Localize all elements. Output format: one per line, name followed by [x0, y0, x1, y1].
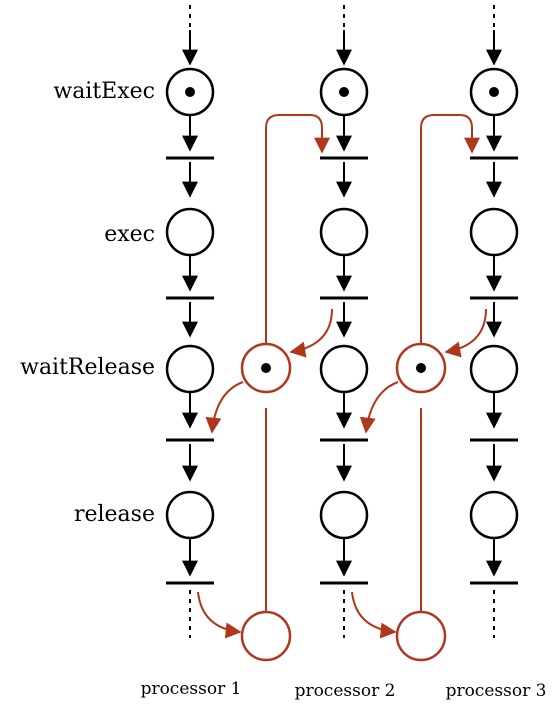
row-label-waitrelease: waitRelease	[20, 355, 155, 380]
row-label-release: release	[74, 502, 155, 527]
lock-arc-to-acquire	[359, 381, 399, 434]
lock-place-lower	[240, 610, 292, 662]
place-release	[165, 490, 215, 540]
token	[185, 87, 195, 97]
processor-2-column	[319, 5, 369, 638]
lock-2-3	[351, 114, 487, 662]
processor-label-2: processor 2	[295, 681, 396, 701]
token	[261, 363, 271, 373]
place-release	[469, 490, 519, 540]
lock-1-2	[197, 114, 333, 662]
place-release	[319, 490, 369, 540]
lock-arc-from-finish	[351, 591, 397, 639]
lock-arc-from-next-end	[289, 308, 333, 358]
lock-arc-to-next-start	[265, 114, 330, 344]
lock-place-lower	[395, 610, 447, 662]
processor-1-column	[165, 5, 215, 638]
processor-label-1: processor 1	[141, 679, 242, 699]
token	[416, 363, 426, 373]
place-exec	[165, 207, 215, 257]
lock-arc-to-next-start	[420, 114, 480, 344]
place-exec	[469, 207, 519, 257]
place-waitrelease	[469, 344, 519, 394]
place-waitrelease	[319, 344, 369, 394]
lock-arc-to-acquire	[205, 381, 244, 434]
row-label-waitexec: waitExec	[53, 79, 155, 104]
lock-arc-from-next-end	[444, 308, 487, 358]
token	[489, 87, 499, 97]
processor-label-3: processor 3	[446, 681, 547, 701]
row-label-exec: exec	[104, 222, 155, 247]
token	[339, 87, 349, 97]
lock-arc-from-finish	[197, 591, 242, 639]
place-exec	[319, 207, 369, 257]
processor-3-column	[469, 5, 519, 638]
place-waitrelease	[165, 344, 215, 394]
